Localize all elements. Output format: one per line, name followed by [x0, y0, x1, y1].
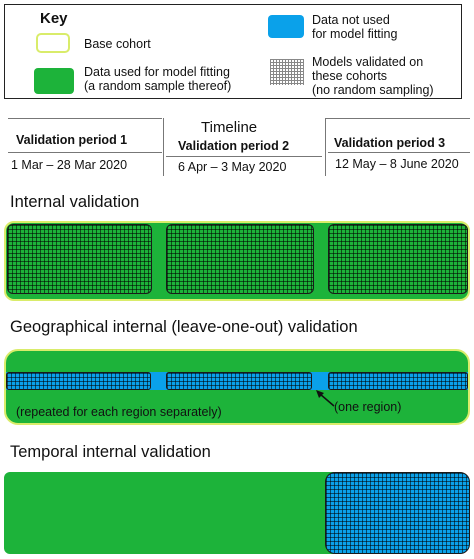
period-1-dates: 1 Mar – 28 Mar 2020 [11, 158, 128, 172]
period-2-title: Validation period 2 [178, 139, 290, 153]
key-label-line: these cohorts [312, 69, 388, 83]
key-label-line: Models validated on [312, 55, 424, 69]
validated-cohort-grid-swatch [270, 59, 304, 85]
key-label-line: for model fitting [312, 27, 398, 41]
not-used-swatch [268, 15, 304, 38]
key-label-line: Data not used [312, 13, 390, 27]
key-label-model-fitting: Data used for model fitting (a random sa… [84, 65, 231, 93]
temporal-validation-title: Temporal internal validation [10, 443, 211, 461]
period-divider [163, 118, 164, 176]
period-1-top-line [8, 118, 162, 119]
repeated-note: (repeated for each region separately) [16, 405, 222, 419]
period-2-dates: 6 Apr – 3 May 2020 [178, 160, 287, 174]
key-label-not-used: Data not used for model fitting [312, 13, 397, 41]
period-1-mid-line [8, 152, 162, 153]
geographical-validation-title: Geographical internal (leave-one-out) va… [10, 318, 358, 336]
period-divider [325, 118, 326, 176]
period-3-title: Validation period 3 [334, 136, 446, 150]
period-3-top-line [326, 118, 470, 119]
arrow-icon [316, 390, 335, 407]
key-label-validated: Models validated on these cohorts (no ra… [312, 55, 434, 97]
geo-period-3-block [328, 372, 468, 390]
period-3-dates: 12 May – 8 June 2020 [335, 157, 459, 171]
one-region-note: (one region) [334, 400, 402, 414]
base-cohort-swatch [36, 33, 70, 53]
internal-period-1-block [7, 224, 152, 294]
period-3-mid-line [328, 152, 470, 153]
key-label-line: Data used for model fitting [84, 65, 230, 79]
geo-period-1-block [6, 372, 151, 390]
timeline-title: Timeline [201, 119, 258, 136]
temporal-validation-block [325, 472, 470, 554]
period-2-mid-line [166, 156, 322, 157]
geo-period-2-block [166, 372, 312, 390]
internal-period-2-block [166, 224, 314, 294]
model-fitting-swatch [34, 68, 74, 94]
key-label-base-cohort: Base cohort [84, 37, 151, 51]
key-label-line: (no random sampling) [312, 83, 434, 97]
key-label-line: (a random sample thereof) [84, 79, 232, 93]
temporal-fitting-block [4, 472, 334, 554]
internal-period-3-block [328, 224, 468, 294]
key-title: Key [40, 10, 68, 27]
key-label-line: Base cohort [84, 37, 151, 51]
period-1-title: Validation period 1 [16, 133, 128, 147]
key-box [4, 4, 462, 99]
internal-validation-title: Internal validation [10, 193, 140, 211]
